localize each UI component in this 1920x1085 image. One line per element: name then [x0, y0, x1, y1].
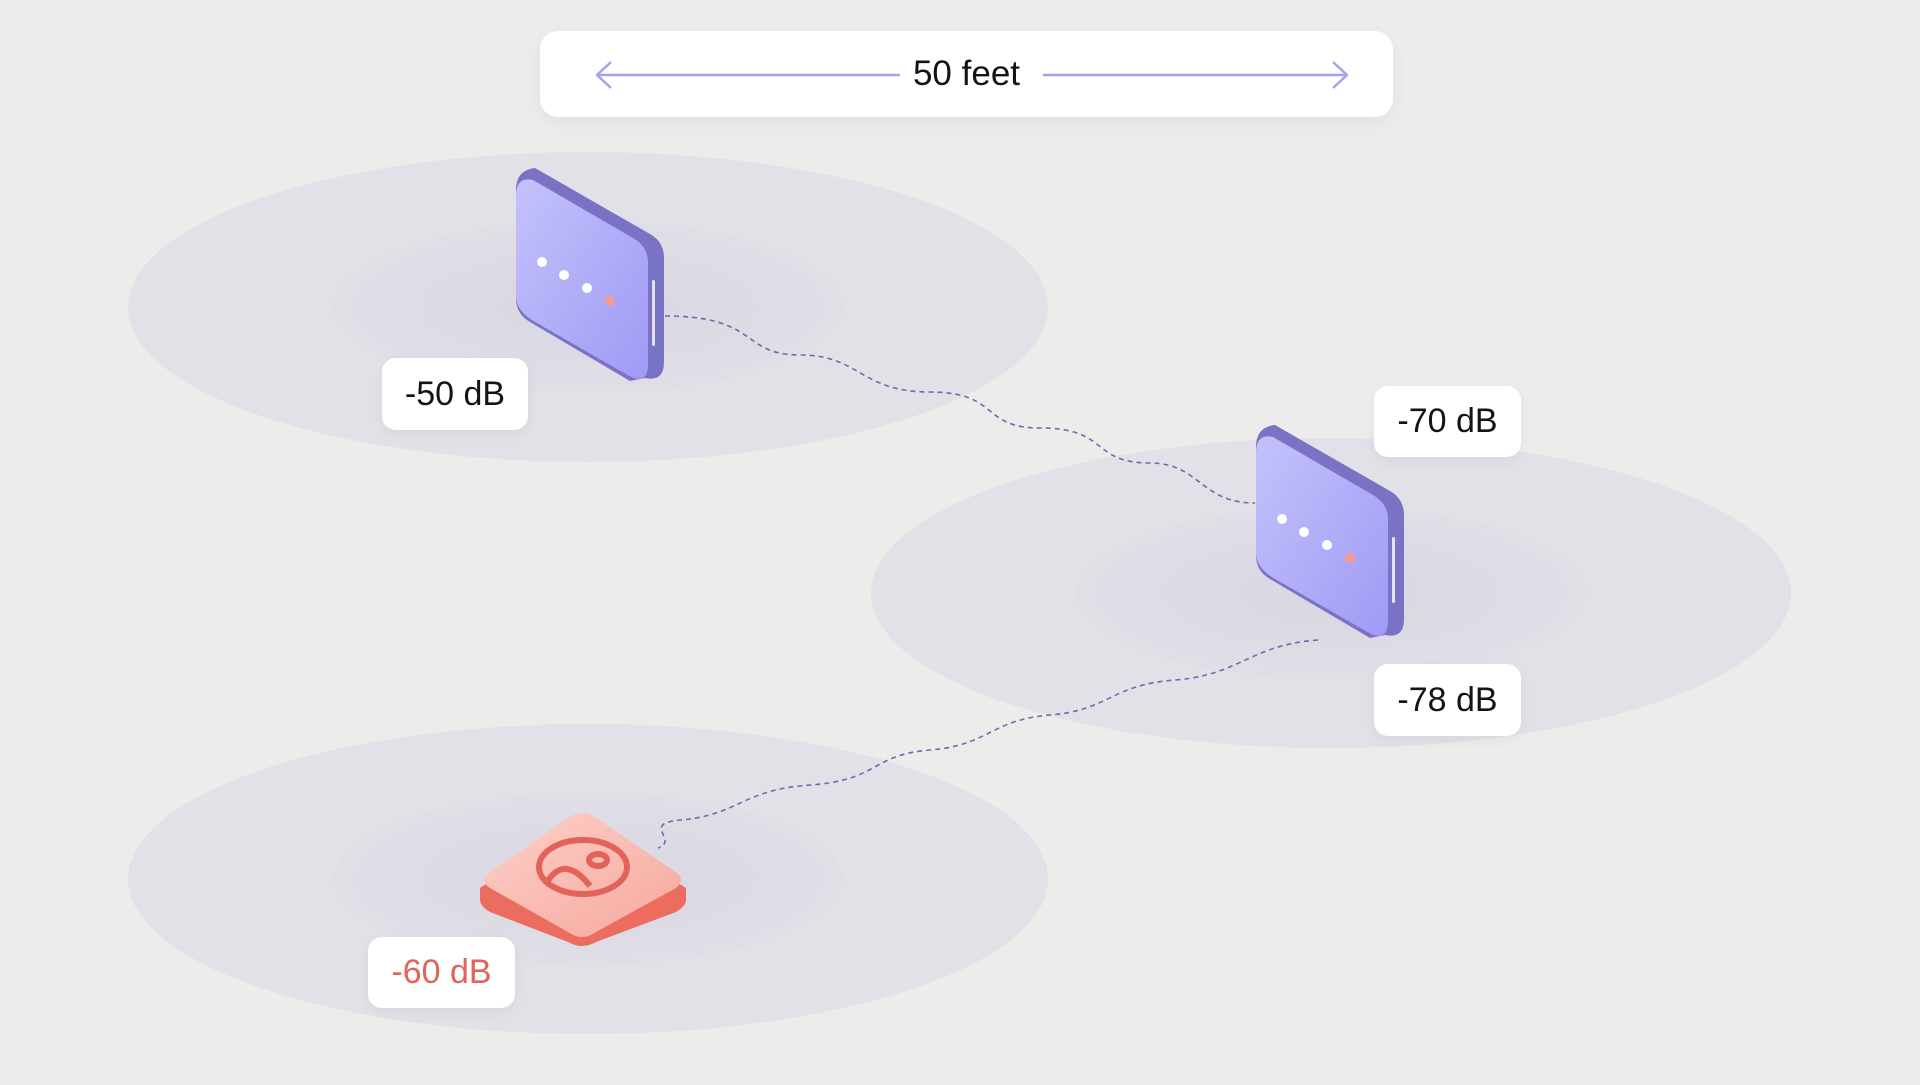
- signal-label-ap2-top: -70 dB: [1374, 386, 1521, 457]
- access-point-2: [1256, 425, 1404, 638]
- scale-label: 50 feet: [902, 54, 1031, 94]
- link-line-ap2-client: [657, 639, 1319, 849]
- signal-label-client: -60 dB: [368, 937, 515, 1008]
- client-device: [480, 813, 686, 946]
- scale-card: 50 feet: [540, 31, 1393, 117]
- access-point-1: [516, 168, 664, 381]
- sad-face-icon: [536, 837, 630, 897]
- scale-arrow-line: [595, 61, 1349, 89]
- signal-label-ap1: -50 dB: [382, 358, 528, 430]
- signal-label-ap2-bottom: -78 dB: [1374, 664, 1521, 736]
- link-line-ap1-ap2: [664, 315, 1256, 504]
